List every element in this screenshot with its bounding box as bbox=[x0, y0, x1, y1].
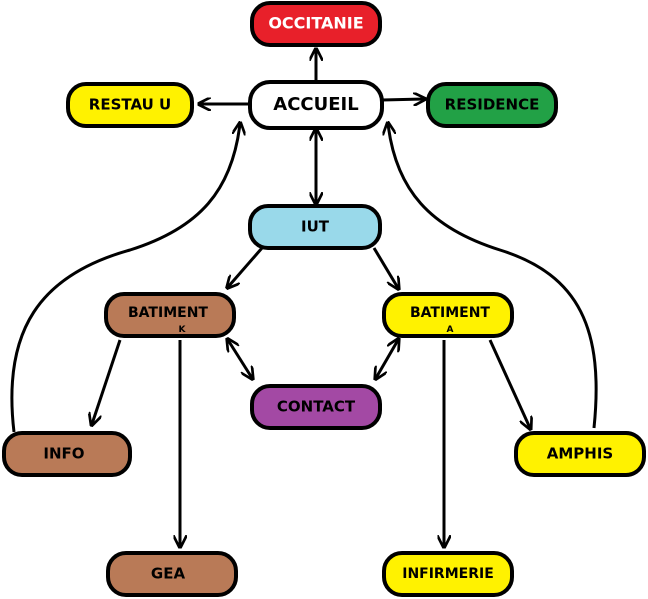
node-accueil-label: ACCUEIL bbox=[273, 94, 358, 115]
node-info-label: INFO bbox=[43, 445, 84, 463]
edges bbox=[10, 50, 598, 546]
node-batiment-k-box bbox=[104, 292, 236, 338]
edge-amphis-accueil bbox=[388, 124, 598, 429]
node-infirmerie-label: INFIRMERIE bbox=[402, 566, 494, 582]
node-contact-label: CONTACT bbox=[277, 398, 356, 416]
edge-batiment-a-contact bbox=[376, 340, 398, 378]
edge-batiment-k-info bbox=[92, 339, 122, 424]
node-gea-box bbox=[106, 551, 238, 597]
node-iut[interactable]: IUT bbox=[248, 204, 382, 250]
node-accueil[interactable]: ACCUEIL bbox=[248, 80, 384, 130]
edge-info-accueil bbox=[10, 124, 240, 433]
node-gea[interactable]: GEA bbox=[106, 551, 238, 597]
node-iut-label: IUT bbox=[301, 218, 330, 236]
edge-batiment-k-contact bbox=[228, 340, 252, 378]
node-batiment-a-sub: A bbox=[447, 325, 454, 335]
node-restau-u[interactable]: RESTAU U bbox=[66, 82, 194, 128]
node-batiment-k-sub: K bbox=[179, 325, 187, 335]
edge-iut-batiment-k bbox=[228, 247, 264, 287]
edge-iut-batiment-a bbox=[372, 247, 398, 288]
node-info[interactable]: INFO bbox=[2, 431, 132, 477]
node-contact[interactable]: CONTACT bbox=[250, 384, 382, 430]
node-restau-u-box bbox=[66, 82, 194, 128]
node-info-box bbox=[2, 431, 132, 477]
node-gea-label: GEA bbox=[151, 565, 186, 583]
node-infirmerie-box bbox=[382, 551, 514, 597]
node-residence[interactable]: RESIDENCE bbox=[426, 82, 558, 128]
node-amphis[interactable]: AMPHIS bbox=[514, 431, 646, 477]
node-residence-label: RESIDENCE bbox=[445, 96, 540, 114]
node-contact-box bbox=[250, 384, 382, 430]
node-occitanie[interactable]: OCCITANIE bbox=[250, 1, 382, 47]
node-restau-u-label: RESTAU U bbox=[89, 96, 171, 114]
edge-accueil-residence bbox=[381, 99, 424, 100]
node-residence-box bbox=[426, 82, 558, 128]
node-batiment-a-box bbox=[382, 292, 514, 338]
node-batiment-k-label: BATIMENT bbox=[128, 305, 208, 321]
node-occitanie-label: OCCITANIE bbox=[268, 14, 363, 33]
node-amphis-box bbox=[514, 431, 646, 477]
node-batiment-a-label: BATIMENT bbox=[410, 305, 490, 321]
node-amphis-label: AMPHIS bbox=[547, 445, 613, 463]
node-accueil-box bbox=[248, 80, 384, 130]
node-iut-box bbox=[248, 204, 382, 250]
node-batiment-k[interactable]: BATIMENT K bbox=[104, 292, 236, 338]
node-batiment-a[interactable]: BATIMENT A bbox=[382, 292, 514, 338]
node-occitanie-box bbox=[250, 1, 382, 47]
edge-batiment-a-amphis bbox=[488, 339, 530, 428]
node-infirmerie[interactable]: INFIRMERIE bbox=[382, 551, 514, 597]
